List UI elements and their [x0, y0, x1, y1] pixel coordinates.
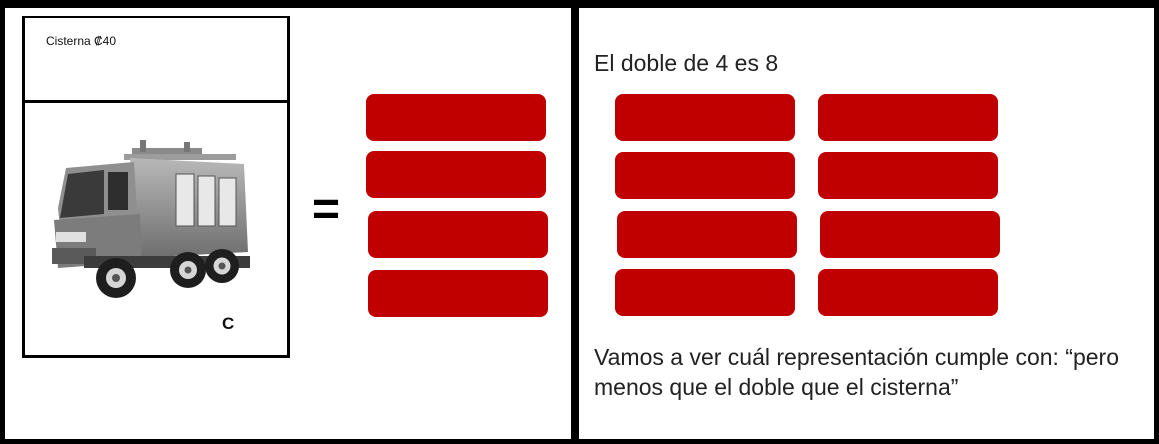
equals-sign: =	[312, 183, 341, 236]
right-red-block	[818, 269, 998, 316]
right-panel-question: Vamos a ver cuál representación cumple c…	[594, 344, 1120, 400]
price-card-header	[22, 16, 290, 100]
left-red-block	[368, 211, 548, 258]
left-red-block	[368, 270, 548, 317]
left-red-block	[366, 94, 546, 141]
right-red-block	[615, 269, 795, 316]
left-red-block	[366, 151, 546, 198]
fire-truck-image	[52, 140, 250, 298]
panel-divider	[571, 0, 579, 444]
right-red-block	[617, 211, 797, 258]
price-card-image-frame	[22, 100, 290, 358]
right-red-block	[818, 152, 998, 199]
right-red-block	[615, 94, 795, 141]
right-red-block	[615, 152, 795, 199]
right-panel-title: El doble de 4 es 8	[594, 50, 779, 76]
right-red-block	[818, 94, 998, 141]
price-card-label: Cisterna ₡40	[46, 34, 117, 48]
right-red-block	[820, 211, 1000, 258]
card-letter: C	[222, 314, 235, 333]
